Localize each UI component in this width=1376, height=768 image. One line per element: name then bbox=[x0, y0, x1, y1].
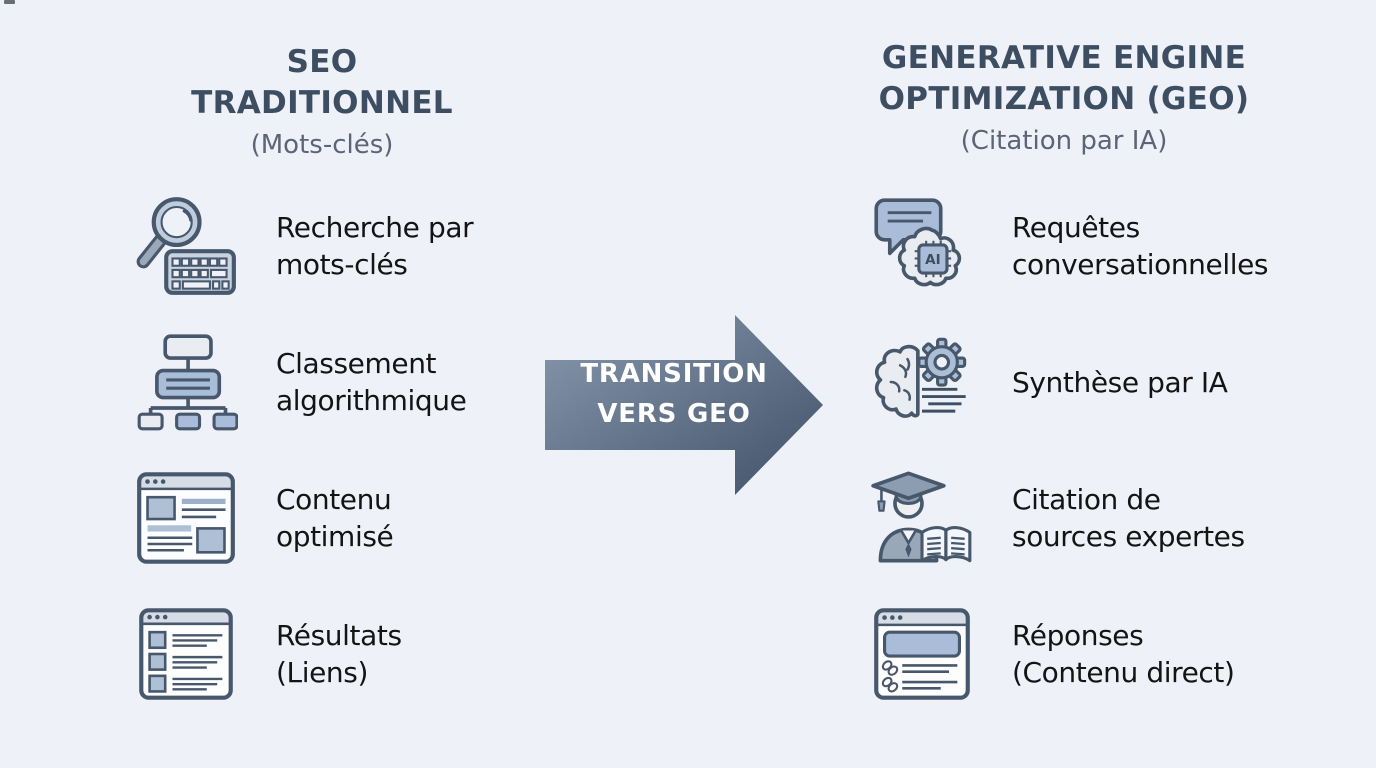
item-label: Classement algorithmique bbox=[276, 347, 467, 417]
left-column-header: SEO TRADITIONNEL (Mots-clés) bbox=[88, 42, 556, 162]
item-label: Requêtes conversationnelles bbox=[1012, 211, 1269, 281]
row-resultats-liens: Résultats (Liens) bbox=[132, 598, 572, 710]
corner-artifact bbox=[4, 0, 15, 4]
brain-gear-icon bbox=[868, 328, 976, 436]
results-list-icon bbox=[132, 600, 240, 708]
chat-ai-brain-icon: AI bbox=[868, 192, 976, 300]
flowchart-icon bbox=[132, 328, 240, 436]
row-contenu-optimise: Contenu optimisé bbox=[132, 462, 572, 574]
optimized-page-icon bbox=[132, 464, 240, 572]
scholar-book-icon bbox=[868, 464, 976, 572]
row-reponses-contenu-direct: Réponses (Contenu direct) bbox=[868, 598, 1338, 710]
right-title-line2: OPTIMIZATION (GEO) bbox=[878, 81, 1250, 117]
arrow-label-line2: VERS GEO bbox=[597, 399, 751, 429]
answer-page-icon bbox=[868, 600, 976, 708]
search-keyboard-icon bbox=[132, 192, 240, 300]
row-classement-algorithmique: Classement algorithmique bbox=[132, 326, 572, 438]
row-citation-sources: Citation de sources expertes bbox=[868, 462, 1338, 574]
left-title-line1: SEO bbox=[286, 44, 358, 80]
item-label: Recherche par mots-clés bbox=[276, 211, 474, 281]
arrow-label-line1: TRANSITION bbox=[580, 359, 768, 389]
row-requetes-conversationnelles: AI Requêtes conversationnelles bbox=[868, 190, 1338, 302]
item-label: Contenu optimisé bbox=[276, 483, 394, 553]
item-label: Réponses (Contenu direct) bbox=[1012, 619, 1235, 689]
item-label: Synthèse par IA bbox=[1012, 365, 1228, 399]
right-column-header: GENERATIVE ENGINE OPTIMIZATION (GEO) (Ci… bbox=[828, 38, 1300, 158]
row-recherche-mots-cles: Recherche par mots-clés bbox=[132, 190, 572, 302]
row-synthese-par-ia: Synthèse par IA bbox=[868, 326, 1338, 438]
transition-arrow bbox=[545, 315, 823, 495]
left-subtitle: (Mots-clés) bbox=[250, 130, 394, 160]
transition-arrow-label: TRANSITION VERS GEO bbox=[552, 354, 796, 434]
right-title-line1: GENERATIVE ENGINE bbox=[881, 40, 1247, 76]
item-label: Citation de sources expertes bbox=[1012, 483, 1245, 553]
left-title-line2: TRADITIONNEL bbox=[191, 85, 453, 121]
item-label: Résultats (Liens) bbox=[276, 619, 402, 689]
right-subtitle: (Citation par IA) bbox=[960, 126, 1168, 156]
svg-text:AI: AI bbox=[925, 252, 941, 268]
